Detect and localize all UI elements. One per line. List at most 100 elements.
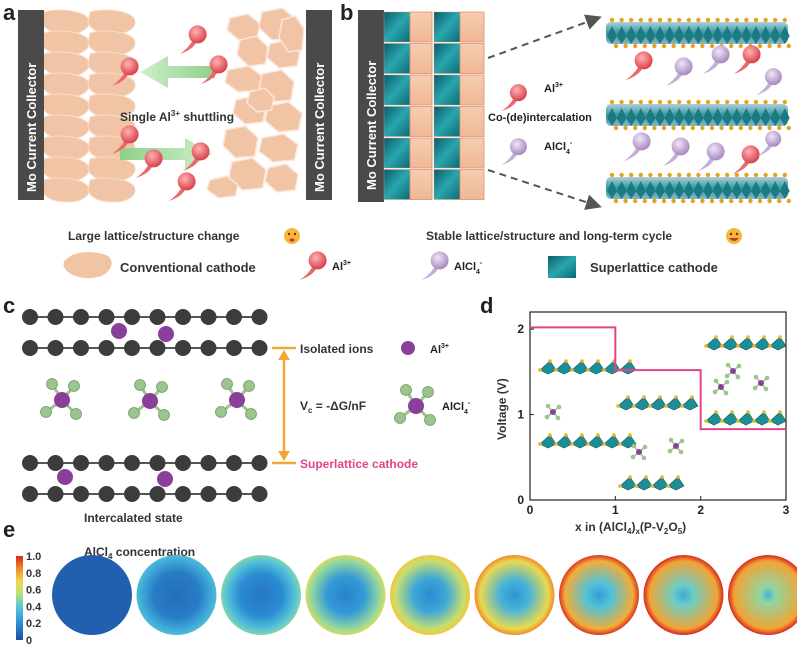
cl-atom [724,379,730,385]
polyhedron [703,26,713,44]
al-ion-icon [733,45,761,75]
oxygen-atom [762,335,766,339]
superlattice-block [383,169,411,200]
cathode-flake [41,93,90,119]
oxygen-atom [730,410,734,414]
al-ion-atom [157,471,173,487]
cl-atom [763,386,769,392]
cl-atom [134,379,146,391]
polyhedron [751,108,761,126]
oxygen-atom [586,442,590,446]
polyhedron [681,396,699,411]
ion-tail [182,155,199,172]
oxygen-atom [738,198,743,204]
superlattice-block [433,43,461,74]
oxygen-atom [638,17,643,23]
ion-tail [179,38,196,55]
oxygen-atom [746,410,750,414]
legend-alcl4-ion-icon [421,251,449,281]
cathode-fragment [246,87,275,113]
ion-tail [135,162,152,179]
x-tick-label: 3 [783,503,790,517]
polyhedron [626,181,637,199]
ion-tail [733,58,750,75]
oxygen-atom [744,17,749,23]
co-intercalation-label: Co-(de)intercalation [488,112,592,124]
al-ion-atom [158,326,174,342]
oxygen-atom [767,125,772,131]
oxygen-atom [667,99,672,105]
cl-atom [641,455,647,461]
oxygen-atom [753,17,759,23]
polyhedron [587,434,605,449]
cl-atom [678,449,684,455]
cl-atom [713,378,719,384]
ion-body [711,45,730,64]
lattice-atom [124,455,140,471]
al-ion-icon [179,25,207,55]
superlattice-block [433,11,461,43]
oxygen-atom [729,198,734,204]
ion-body [674,57,693,76]
oxygen-atom [642,198,647,204]
oxygen-atom [736,419,740,423]
ion-body [430,251,449,270]
oxygen-atom [696,17,701,23]
cathode-flake [41,156,90,182]
scale-tick-label: 0.2 [26,618,41,630]
alcl4-molecule [394,384,436,426]
superlattice-layer [606,99,791,131]
lattice-atom [124,340,140,356]
polyhedron [693,108,704,126]
cathode-fragment [278,15,305,53]
oxygen-atom [677,99,682,105]
ion-tail [501,150,517,166]
oxygen-atom [634,484,638,488]
ion-tail [421,264,438,281]
oxygen-atom [648,404,652,408]
cl-atom [545,403,551,409]
polyhedron [737,336,755,351]
oxygen-atom [778,335,782,339]
oxygen-atom [720,419,724,423]
oxygen-atom [671,198,676,204]
v2o5-chain [538,359,637,375]
superlattice-block [433,169,461,200]
cathode-fragment [264,163,299,193]
polyhedron [683,26,694,44]
polyhedron [779,108,790,126]
oxygen-atom [734,17,739,23]
lattice-atom [175,486,191,502]
polyhedron [626,108,637,126]
polyhedron [737,411,755,426]
ion-tail [501,96,517,112]
oxygen-atom [612,433,616,437]
polyhedron [607,108,617,126]
cl-atom [631,443,637,449]
legend-al-label: Al3+ [332,260,351,273]
cl-atom [156,381,168,393]
oxygen-atom [667,172,672,178]
alcl4-ion-icon [662,137,690,167]
cl-atom [667,448,673,454]
cl-atom [46,378,58,390]
shuttle-arrow-left [140,56,215,88]
polyhedron [770,181,781,199]
cl-atom [764,375,770,381]
polyhedron [760,26,771,44]
oxygen-atom [715,17,720,23]
alcl4-ion-icon [421,251,449,281]
cl-atom [630,454,636,460]
concentration-disc [390,555,470,635]
panel-label-a: a [3,0,16,25]
al-ion-icon [501,84,527,112]
lattice-atom [149,340,166,356]
ion-tail [625,64,642,81]
alcl4-ion-icon [757,130,782,157]
oxygen-atom [642,43,647,49]
oxygen-atom [700,43,705,49]
lattice-atom [73,309,89,325]
lattice-atom [98,309,115,325]
legend-al-ion-icon [299,251,327,281]
oxygen-atom [648,172,653,178]
